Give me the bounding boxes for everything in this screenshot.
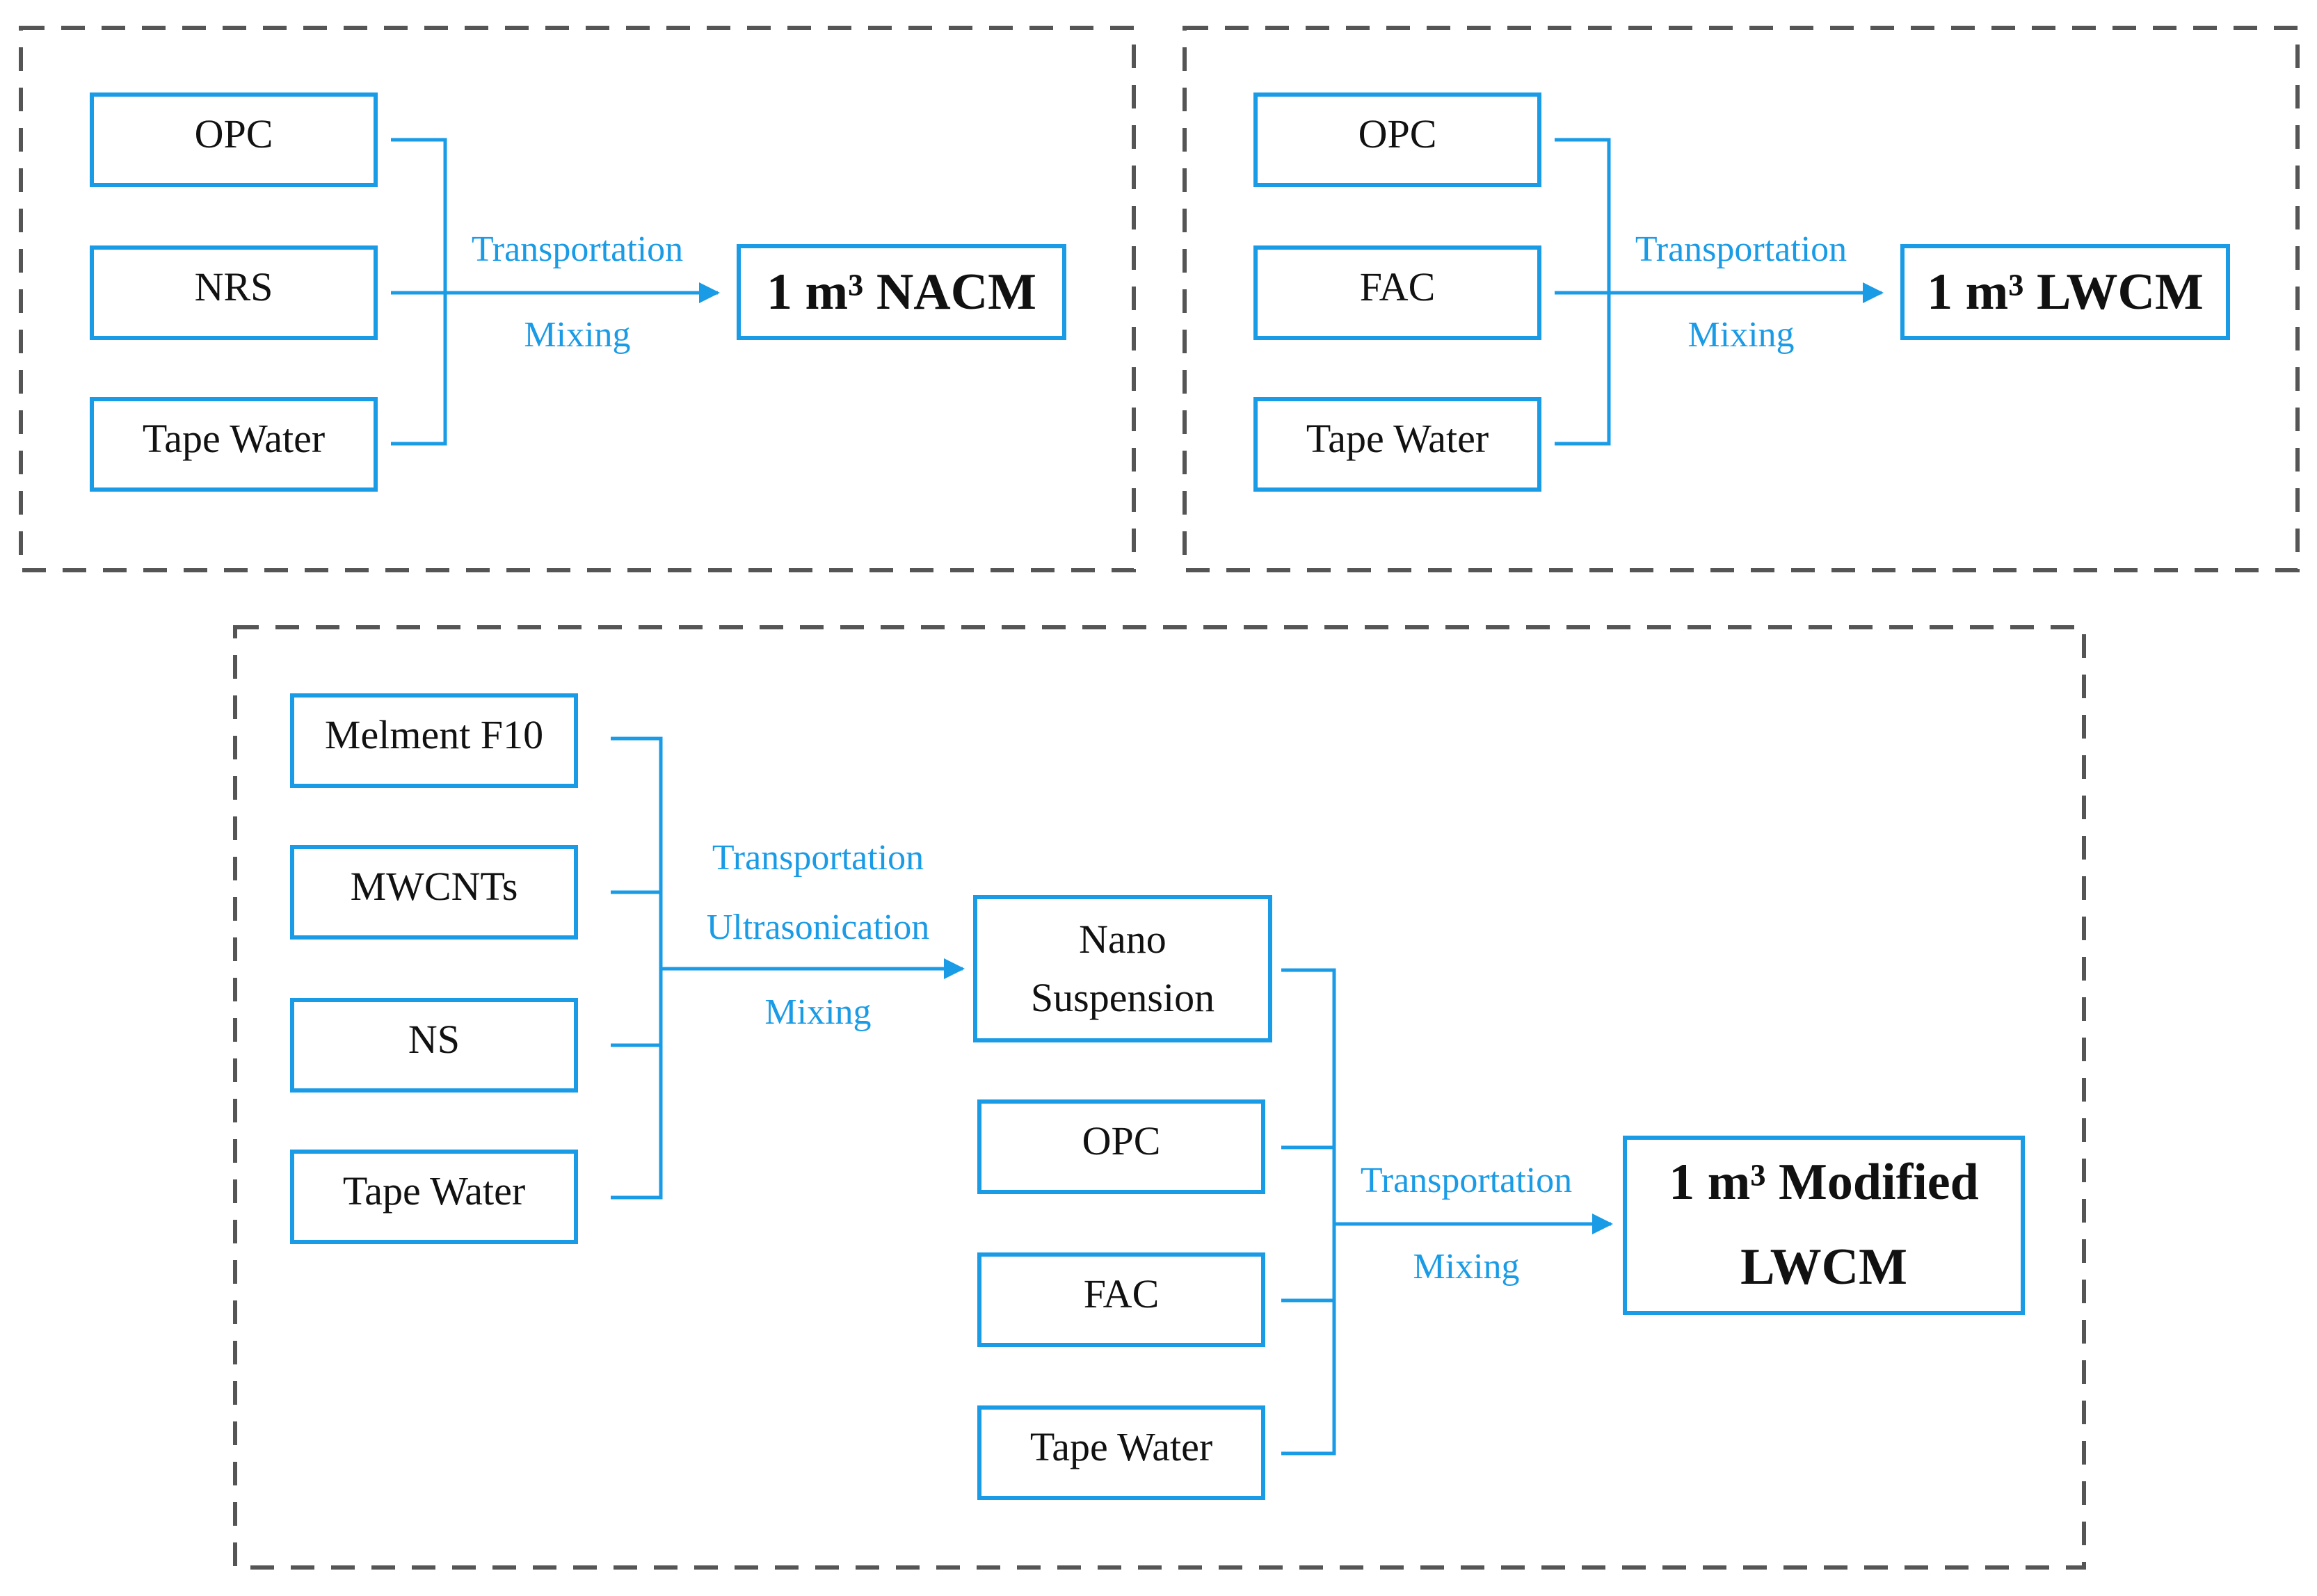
input-label-nrs: NRS — [195, 264, 273, 309]
panel-nacm-frame — [19, 26, 1136, 572]
input-label-tape-water: Tape Water — [343, 1168, 525, 1214]
output-label-line1: 1 m³ Modified — [1669, 1154, 1979, 1211]
input-box-ns — [290, 998, 578, 1093]
process-label-mixing: Mixing — [524, 315, 630, 355]
connector-bracket — [1555, 138, 1611, 446]
input-label-opc: OPC — [1358, 111, 1437, 156]
process-label-mixing: Mixing — [1413, 1247, 1519, 1287]
input-box-tape-water — [977, 1405, 1265, 1500]
input-label-tape-water: Tape Water — [143, 416, 325, 461]
process-label-mixing: Mixing — [764, 992, 871, 1032]
input-box-fac — [1253, 245, 1541, 340]
process-label-transportation: Transportation — [1361, 1161, 1572, 1200]
panel-lwcm: OPC FAC Tape Water Transportation Mixing… — [1182, 26, 2300, 572]
output-box-lwcm — [1900, 244, 2230, 340]
input-box-mwcnts — [290, 845, 578, 940]
process-label-ultrasonication: Ultrasonication — [707, 908, 930, 947]
input-label-fac: FAC — [1084, 1271, 1160, 1316]
input-label-melment-f10: Melment F10 — [325, 712, 543, 757]
panel-nacm: OPC NRS Tape Water Transportation Mixing… — [19, 26, 1136, 572]
panel-modified-lwcm: Melment F10 MWCNTs NS Tape Water Transpo… — [233, 625, 2086, 1570]
output-label-line2: LWCM — [1740, 1239, 1907, 1296]
output-box-modified-lwcm — [1623, 1136, 2025, 1315]
stage2-connector-bracket — [1281, 968, 1336, 1456]
input-label-tape-water: Tape Water — [1030, 1424, 1212, 1469]
panel-lwcm-frame — [1182, 26, 2300, 572]
process-label-transportation: Transportation — [1635, 229, 1847, 269]
output-box-nacm — [737, 244, 1066, 340]
connector-bracket — [391, 138, 447, 446]
input-box-tape-water — [90, 397, 378, 492]
input-box-fac — [977, 1252, 1265, 1347]
panel-modified-frame — [233, 625, 2086, 1570]
input-box-tape-water — [290, 1150, 578, 1244]
process-label-mixing: Mixing — [1687, 315, 1794, 355]
input-label-tape-water: Tape Water — [1306, 416, 1489, 461]
input-label-opc: OPC — [195, 111, 273, 156]
output-label-nacm: 1 m³ NACM — [767, 264, 1036, 321]
input-box-opc — [1253, 92, 1541, 187]
nano-suspension-label-line2: Suspension — [1031, 975, 1214, 1020]
input-label-opc: OPC — [1082, 1118, 1161, 1163]
input-box-melment-f10 — [290, 693, 578, 788]
output-label-lwcm: 1 m³ LWCM — [1927, 264, 2204, 321]
input-label-mwcnts: MWCNTs — [351, 864, 518, 909]
process-label-transportation: Transportation — [472, 229, 683, 269]
input-box-nrs — [90, 245, 378, 340]
input-box-tape-water — [1253, 397, 1541, 492]
input-box-opc — [977, 1099, 1265, 1194]
input-label-ns: NS — [408, 1017, 460, 1062]
input-box-opc — [90, 92, 378, 187]
process-label-transportation: Transportation — [712, 838, 924, 878]
nano-suspension-box — [973, 895, 1272, 1042]
nano-suspension-label-line1: Nano — [1079, 917, 1166, 962]
input-label-fac: FAC — [1360, 264, 1436, 309]
stage1-connector-bracket — [611, 736, 663, 1200]
